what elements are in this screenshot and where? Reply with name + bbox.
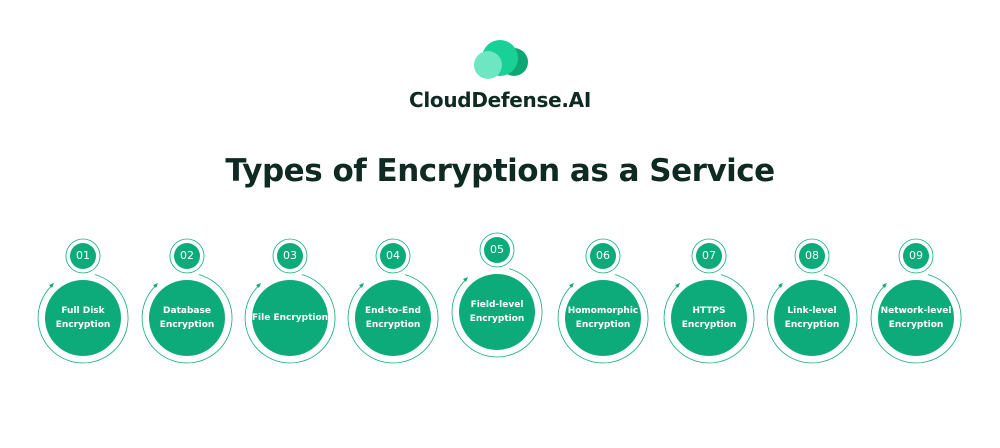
item-circle-graphic	[870, 238, 962, 364]
item-circle-graphic	[347, 238, 439, 364]
item-circle-graphic	[37, 238, 129, 364]
brand-name: CloudDefense.AI	[409, 88, 591, 112]
encryption-type-item: 03 File Encryption	[235, 238, 345, 368]
item-label: Homomorphic Encryption	[567, 306, 639, 330]
encryption-type-item: 08 Link-level Encryption	[757, 238, 867, 368]
item-number: 07	[702, 249, 716, 262]
cloud-logo-icon	[474, 40, 528, 79]
encryption-type-item: 07 HTTPS Encryption	[654, 238, 764, 368]
item-number: 06	[596, 249, 610, 262]
item-label: Link-level Encryption	[784, 306, 840, 330]
item-label: Full Disk Encryption	[55, 306, 111, 330]
item-circle-graphic	[244, 238, 336, 364]
item-circle-graphic	[766, 238, 858, 364]
item-circle-graphic	[557, 238, 649, 364]
encryption-type-item: 09 Network-level Encryption	[861, 238, 971, 368]
item-label: End-to-End Encryption	[365, 306, 421, 330]
page-title: Types of Encryption as a Service	[225, 153, 775, 189]
item-circle-graphic	[663, 238, 755, 364]
item-label: Network-level Encryption	[880, 306, 952, 330]
item-label: Database Encryption	[159, 306, 215, 330]
encryption-type-item: 04 End-to-End Encryption	[338, 238, 448, 368]
item-number: 04	[386, 249, 400, 262]
encryption-type-item: 01 Full Disk Encryption	[28, 238, 138, 368]
item-circle-graphic	[451, 232, 543, 358]
encryption-type-item: 05 Field-level Encryption	[442, 232, 552, 362]
encryption-type-item: 06 Homomorphic Encryption	[548, 238, 658, 368]
item-number: 03	[283, 249, 297, 262]
encryption-type-item: 02 Database Encryption	[132, 238, 242, 368]
item-label: Field-level Encryption	[469, 300, 525, 324]
item-number: 01	[76, 249, 90, 262]
item-label: HTTPS Encryption	[681, 306, 737, 330]
item-label: File Encryption	[251, 313, 329, 323]
item-number: 05	[490, 243, 504, 256]
item-circle-graphic	[141, 238, 233, 364]
item-number: 08	[805, 249, 819, 262]
item-number: 09	[909, 249, 923, 262]
item-number: 02	[180, 249, 194, 262]
